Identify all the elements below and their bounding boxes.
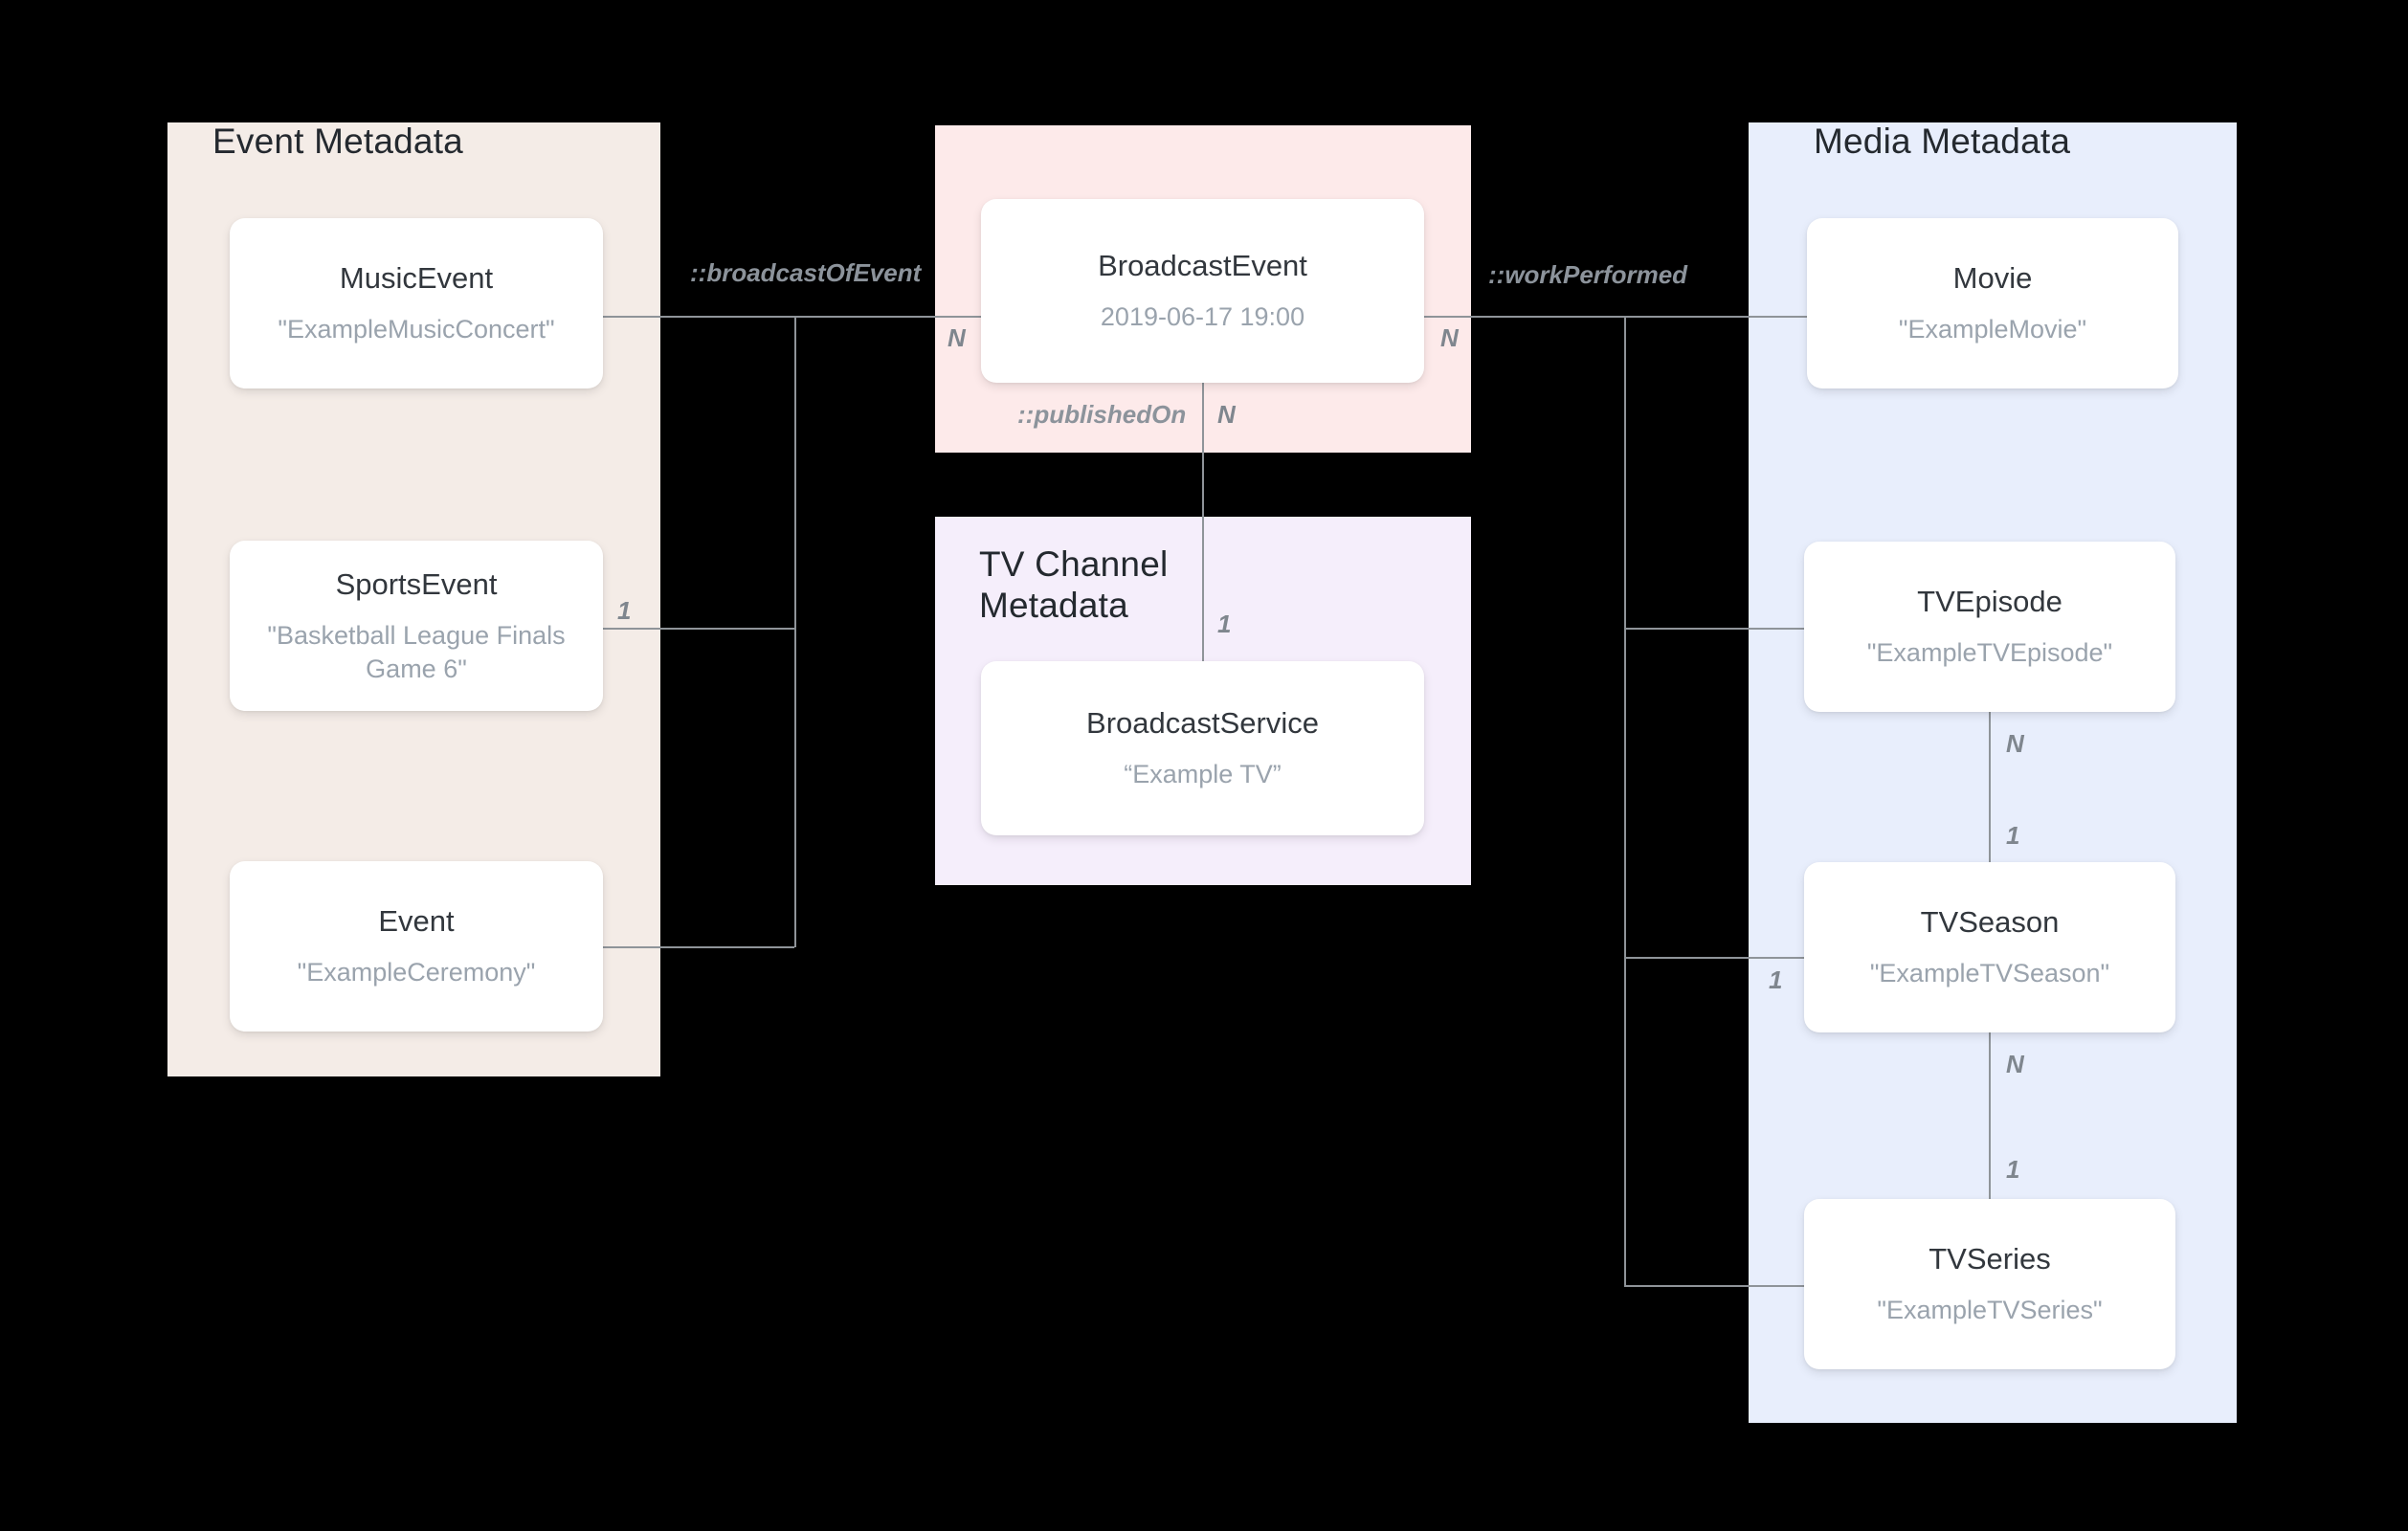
edge-broadcastevent-to-media-trunk	[1424, 316, 1625, 318]
cardinality-tvseason-from-episode-1: 1	[2006, 821, 2020, 850]
edge-broadcastevent-to-broadcastservice	[1202, 383, 1204, 662]
edge-media-trunk-vertical	[1624, 316, 1626, 1285]
edge-musicevent-to-broadcastevent	[603, 316, 794, 318]
node-event-type: Event	[378, 904, 455, 939]
node-tvepisode[interactable]: TVEpisode "ExampleTVEpisode"	[1804, 542, 2175, 712]
cardinality-broadcastevent-left-n: N	[948, 323, 966, 352]
edge-trunk-to-tvseries	[1624, 1285, 1811, 1287]
node-sportsevent-type: SportsEvent	[335, 566, 498, 601]
node-tvseries-type: TVSeries	[1929, 1242, 2051, 1276]
node-sportsevent-value: "Basketball League Finals Game 6"	[267, 621, 566, 683]
node-tvseason-value: "ExampleTVSeason"	[1869, 959, 2110, 988]
edge-label-workperformed: ::workPerformed	[1488, 260, 1688, 289]
cardinality-broadcastservice-1: 1	[1217, 610, 1232, 638]
cardinality-sportsevent-1: 1	[617, 596, 632, 625]
node-musicevent[interactable]: MusicEvent "ExampleMusicConcert"	[230, 218, 603, 388]
node-broadcastevent[interactable]: BroadcastEvent 2019-06-17 19:00	[981, 199, 1424, 383]
edge-trunk-to-tvseason	[1624, 957, 1811, 959]
edge-sportsevent-to-broadcastevent	[603, 628, 794, 630]
node-broadcastservice-value: “Example TV”	[1124, 760, 1282, 789]
cardinality-tvepisode-n: N	[2006, 729, 2024, 758]
group-title-media-metadata: Media Metadata	[1814, 122, 2071, 161]
cardinality-publishedon-n: N	[1217, 400, 1236, 429]
node-broadcastevent-value: 2019-06-17 19:00	[1100, 302, 1305, 332]
node-broadcastservice-type: BroadcastService	[1086, 706, 1319, 741]
edge-label-publishedon: ::publishedOn	[1017, 400, 1187, 429]
node-movie[interactable]: Movie "ExampleMovie"	[1807, 218, 2178, 388]
edge-event-to-broadcastevent	[603, 946, 794, 948]
node-tvepisode-value: "ExampleTVEpisode"	[1866, 638, 2113, 668]
node-tvseries[interactable]: TVSeries "ExampleTVSeries"	[1804, 1199, 2175, 1369]
cardinality-tvseries-from-season-1: 1	[2006, 1155, 2020, 1184]
node-movie-type: Movie	[1952, 261, 2033, 296]
node-broadcastservice[interactable]: BroadcastService “Example TV”	[981, 661, 1424, 835]
cardinality-tvseason-workperformed-1: 1	[1769, 965, 1783, 994]
edge-event-trunk-to-broadcastevent	[794, 316, 984, 318]
edge-tvepisode-to-tvseason	[1989, 712, 1991, 862]
cardinality-broadcastevent-right-n: N	[1440, 323, 1459, 352]
node-event[interactable]: Event "ExampleCeremony"	[230, 861, 603, 1032]
edge-trunk-to-movie	[1624, 316, 1811, 318]
node-tvseason[interactable]: TVSeason "ExampleTVSeason"	[1804, 862, 2175, 1032]
node-event-value: "ExampleCeremony"	[297, 958, 536, 987]
node-broadcastevent-type: BroadcastEvent	[1098, 249, 1307, 283]
node-tvseries-value: "ExampleTVSeries"	[1877, 1296, 2103, 1325]
edge-label-broadcastofevent: ::broadcastOfEvent	[690, 258, 922, 287]
node-musicevent-value: "ExampleMusicConcert"	[278, 315, 555, 344]
node-movie-value: "ExampleMovie"	[1898, 315, 2087, 344]
group-title-event-metadata: Event Metadata	[212, 122, 463, 161]
node-musicevent-type: MusicEvent	[339, 261, 494, 296]
node-tvseason-type: TVSeason	[1920, 905, 2060, 940]
node-tvepisode-type: TVEpisode	[1917, 585, 2062, 619]
edge-event-trunk-vertical	[794, 316, 796, 947]
edge-tvseason-to-tvseries	[1989, 1032, 1991, 1199]
node-sportsevent[interactable]: SportsEvent "Basketball League Finals Ga…	[230, 541, 603, 711]
cardinality-tvseason-n: N	[2006, 1050, 2024, 1078]
edge-trunk-to-tvepisode	[1624, 628, 1811, 630]
group-title-tv-channel-metadata: TV Channel Metadata	[979, 544, 1169, 626]
